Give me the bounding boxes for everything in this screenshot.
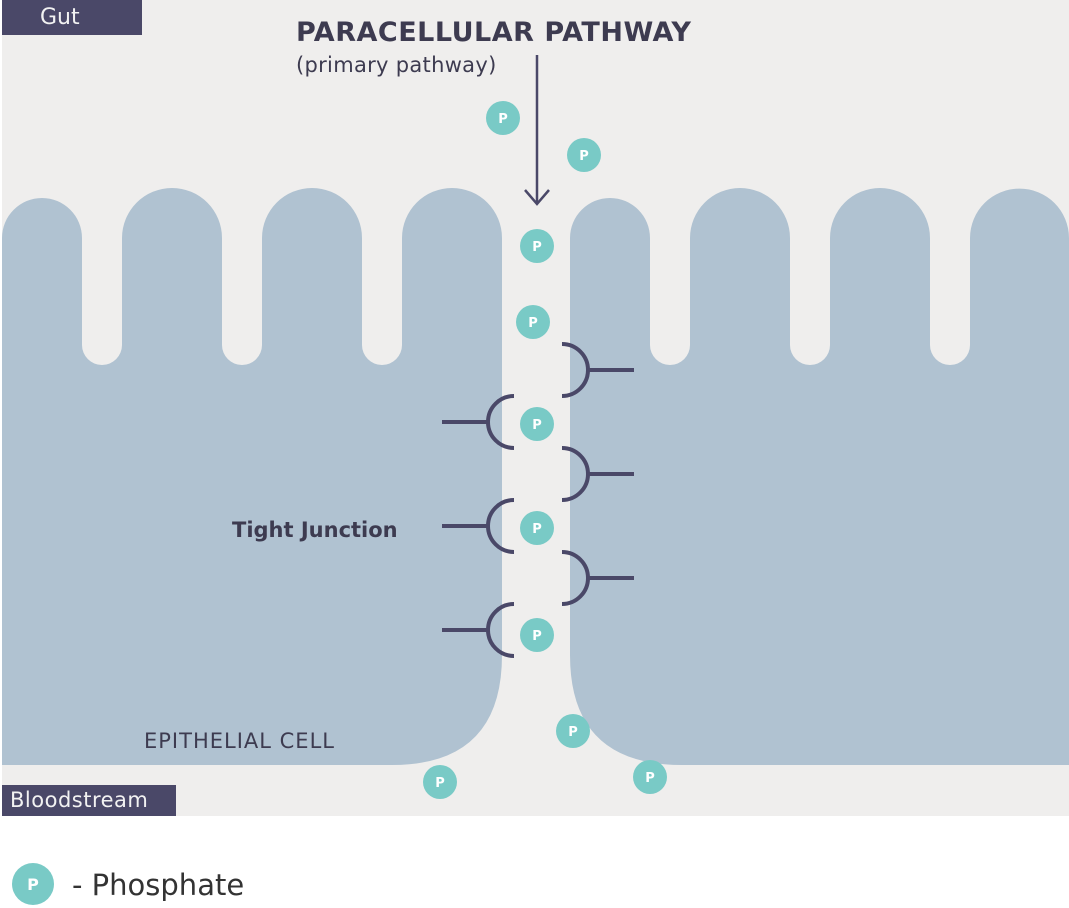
svg-text:P: P bbox=[532, 629, 542, 644]
legend-phosphate-icon: P bbox=[12, 863, 54, 905]
right-epithelial-cell bbox=[570, 188, 1069, 765]
phosphate-8: P bbox=[556, 714, 590, 748]
svg-text:P: P bbox=[568, 725, 578, 740]
svg-text:P: P bbox=[528, 316, 538, 331]
svg-text:P: P bbox=[532, 522, 542, 537]
svg-text:P: P bbox=[435, 776, 445, 791]
phosphate-1: P bbox=[486, 101, 520, 135]
diagram-subtitle: (primary pathway) bbox=[296, 53, 497, 77]
legend-text: - Phosphate bbox=[72, 868, 245, 902]
tight-junction-right-3 bbox=[561, 550, 634, 606]
pathway-arrow bbox=[524, 55, 550, 206]
tight-junction-label: Tight Junction bbox=[232, 518, 398, 542]
tight-junction-left-3 bbox=[442, 602, 515, 658]
svg-text:P: P bbox=[579, 149, 589, 164]
phosphate-3: P bbox=[520, 229, 554, 263]
tight-junction-left-1 bbox=[442, 394, 515, 450]
gut-label: Gut bbox=[2, 0, 142, 35]
phosphate-2: P bbox=[567, 138, 601, 172]
phosphate-4: P bbox=[516, 305, 550, 339]
tight-junction-right-2 bbox=[561, 446, 634, 502]
svg-text:P: P bbox=[532, 240, 542, 255]
phosphate-10: P bbox=[633, 760, 667, 794]
phosphate-9: P bbox=[423, 765, 457, 799]
diagram-title: PARACELLULAR PATHWAY bbox=[296, 17, 692, 48]
phosphate-7: P bbox=[520, 618, 554, 652]
tight-junction-right-1 bbox=[561, 342, 634, 398]
svg-text:P: P bbox=[645, 771, 655, 786]
left-epithelial-cell bbox=[2, 188, 502, 765]
epithelial-cell-label: EPITHELIAL CELL bbox=[144, 729, 335, 753]
svg-text:P: P bbox=[27, 875, 39, 894]
svg-text:P: P bbox=[532, 418, 542, 433]
bloodstream-label: Bloodstream bbox=[2, 785, 176, 816]
svg-text:P: P bbox=[498, 112, 508, 127]
phosphate-5: P bbox=[520, 407, 554, 441]
phosphate-6: P bbox=[520, 511, 554, 545]
tight-junction-left-2 bbox=[442, 498, 515, 554]
